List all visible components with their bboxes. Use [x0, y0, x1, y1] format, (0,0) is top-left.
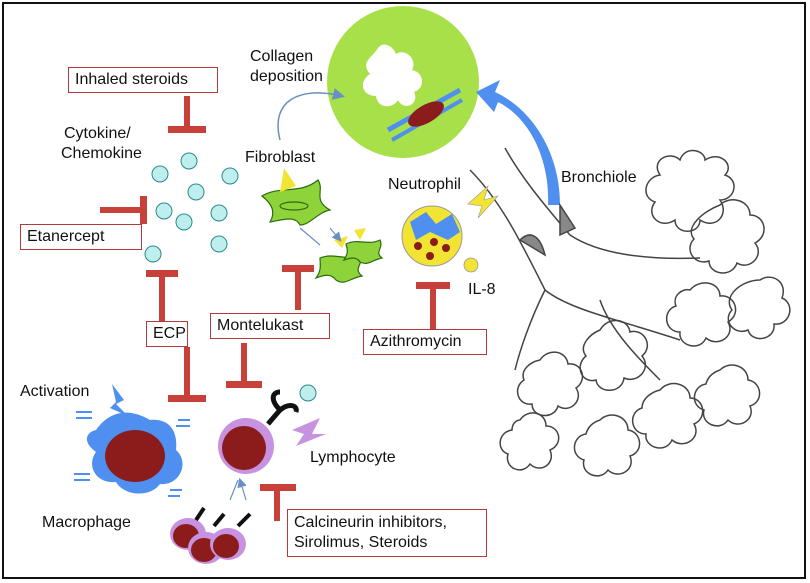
etanercept-label: Etanercept: [27, 228, 105, 245]
inhibitor-bars: [100, 96, 450, 521]
fibroblast-label: Fibroblast: [245, 149, 316, 166]
lymphocyte-cell: [218, 389, 326, 474]
montelukast-box: Montelukast: [210, 313, 330, 339]
fibroblast-cells: [260, 179, 384, 283]
small-spark-2: [354, 228, 366, 240]
collagen-label-line2: deposition: [250, 68, 323, 85]
neutrophil-label: Neutrophil: [388, 176, 461, 193]
collagen-label-line1: Collagen: [250, 48, 314, 65]
cytokine-label-line1: Cytokine/: [64, 125, 131, 142]
azithromycin-label: Azithromycin: [370, 333, 462, 350]
collagen-arrow: [277, 88, 345, 141]
neutrophil-cell: [401, 185, 499, 273]
macrophage-cell: [74, 384, 190, 497]
bronchiole-lumen: [327, 6, 479, 158]
fibroblast-arrows: [299, 227, 340, 245]
montelukast-label: Montelukast: [217, 317, 304, 334]
inhaled-steroids-label: Inhaled steroids: [75, 71, 188, 88]
azithromycin-box: Azithromycin: [363, 329, 487, 355]
bronchiole-arrow: [476, 80, 560, 205]
calcineurin-box: Calcineurin inhibitors, Sirolimus, Stero…: [287, 509, 487, 557]
cytokine-label: Cytokine/ Chemokine: [61, 124, 142, 164]
bronchiole-tree: [469, 147, 791, 477]
ecp-label: ECP: [153, 325, 186, 342]
macrophage-label: Macrophage: [42, 514, 131, 531]
collagen-label: Collagen deposition: [250, 47, 323, 87]
cytokine-label-line2: Chemokine: [61, 145, 142, 162]
calcineurin-label-line1: Calcineurin inhibitors,: [294, 514, 447, 531]
ecp-box: ECP: [146, 321, 188, 347]
fibroblast-spark: [280, 168, 296, 192]
lymphocyte-cluster: [170, 480, 252, 564]
bronchiole-label: Bronchiole: [561, 169, 637, 186]
etanercept-box: Etanercept: [20, 224, 142, 250]
calcineurin-label-line2: Sirolimus, Steroids: [294, 534, 428, 551]
small-spark-1: [334, 236, 348, 248]
wall-fibroblast: [386, 87, 463, 142]
lymphocyte-label: Lymphocyte: [310, 449, 396, 466]
inhaled-steroids-box: Inhaled steroids: [68, 67, 218, 93]
cytokine-dots: [144, 152, 317, 402]
il8-label: IL-8: [468, 281, 496, 298]
activation-label: Activation: [20, 383, 90, 400]
